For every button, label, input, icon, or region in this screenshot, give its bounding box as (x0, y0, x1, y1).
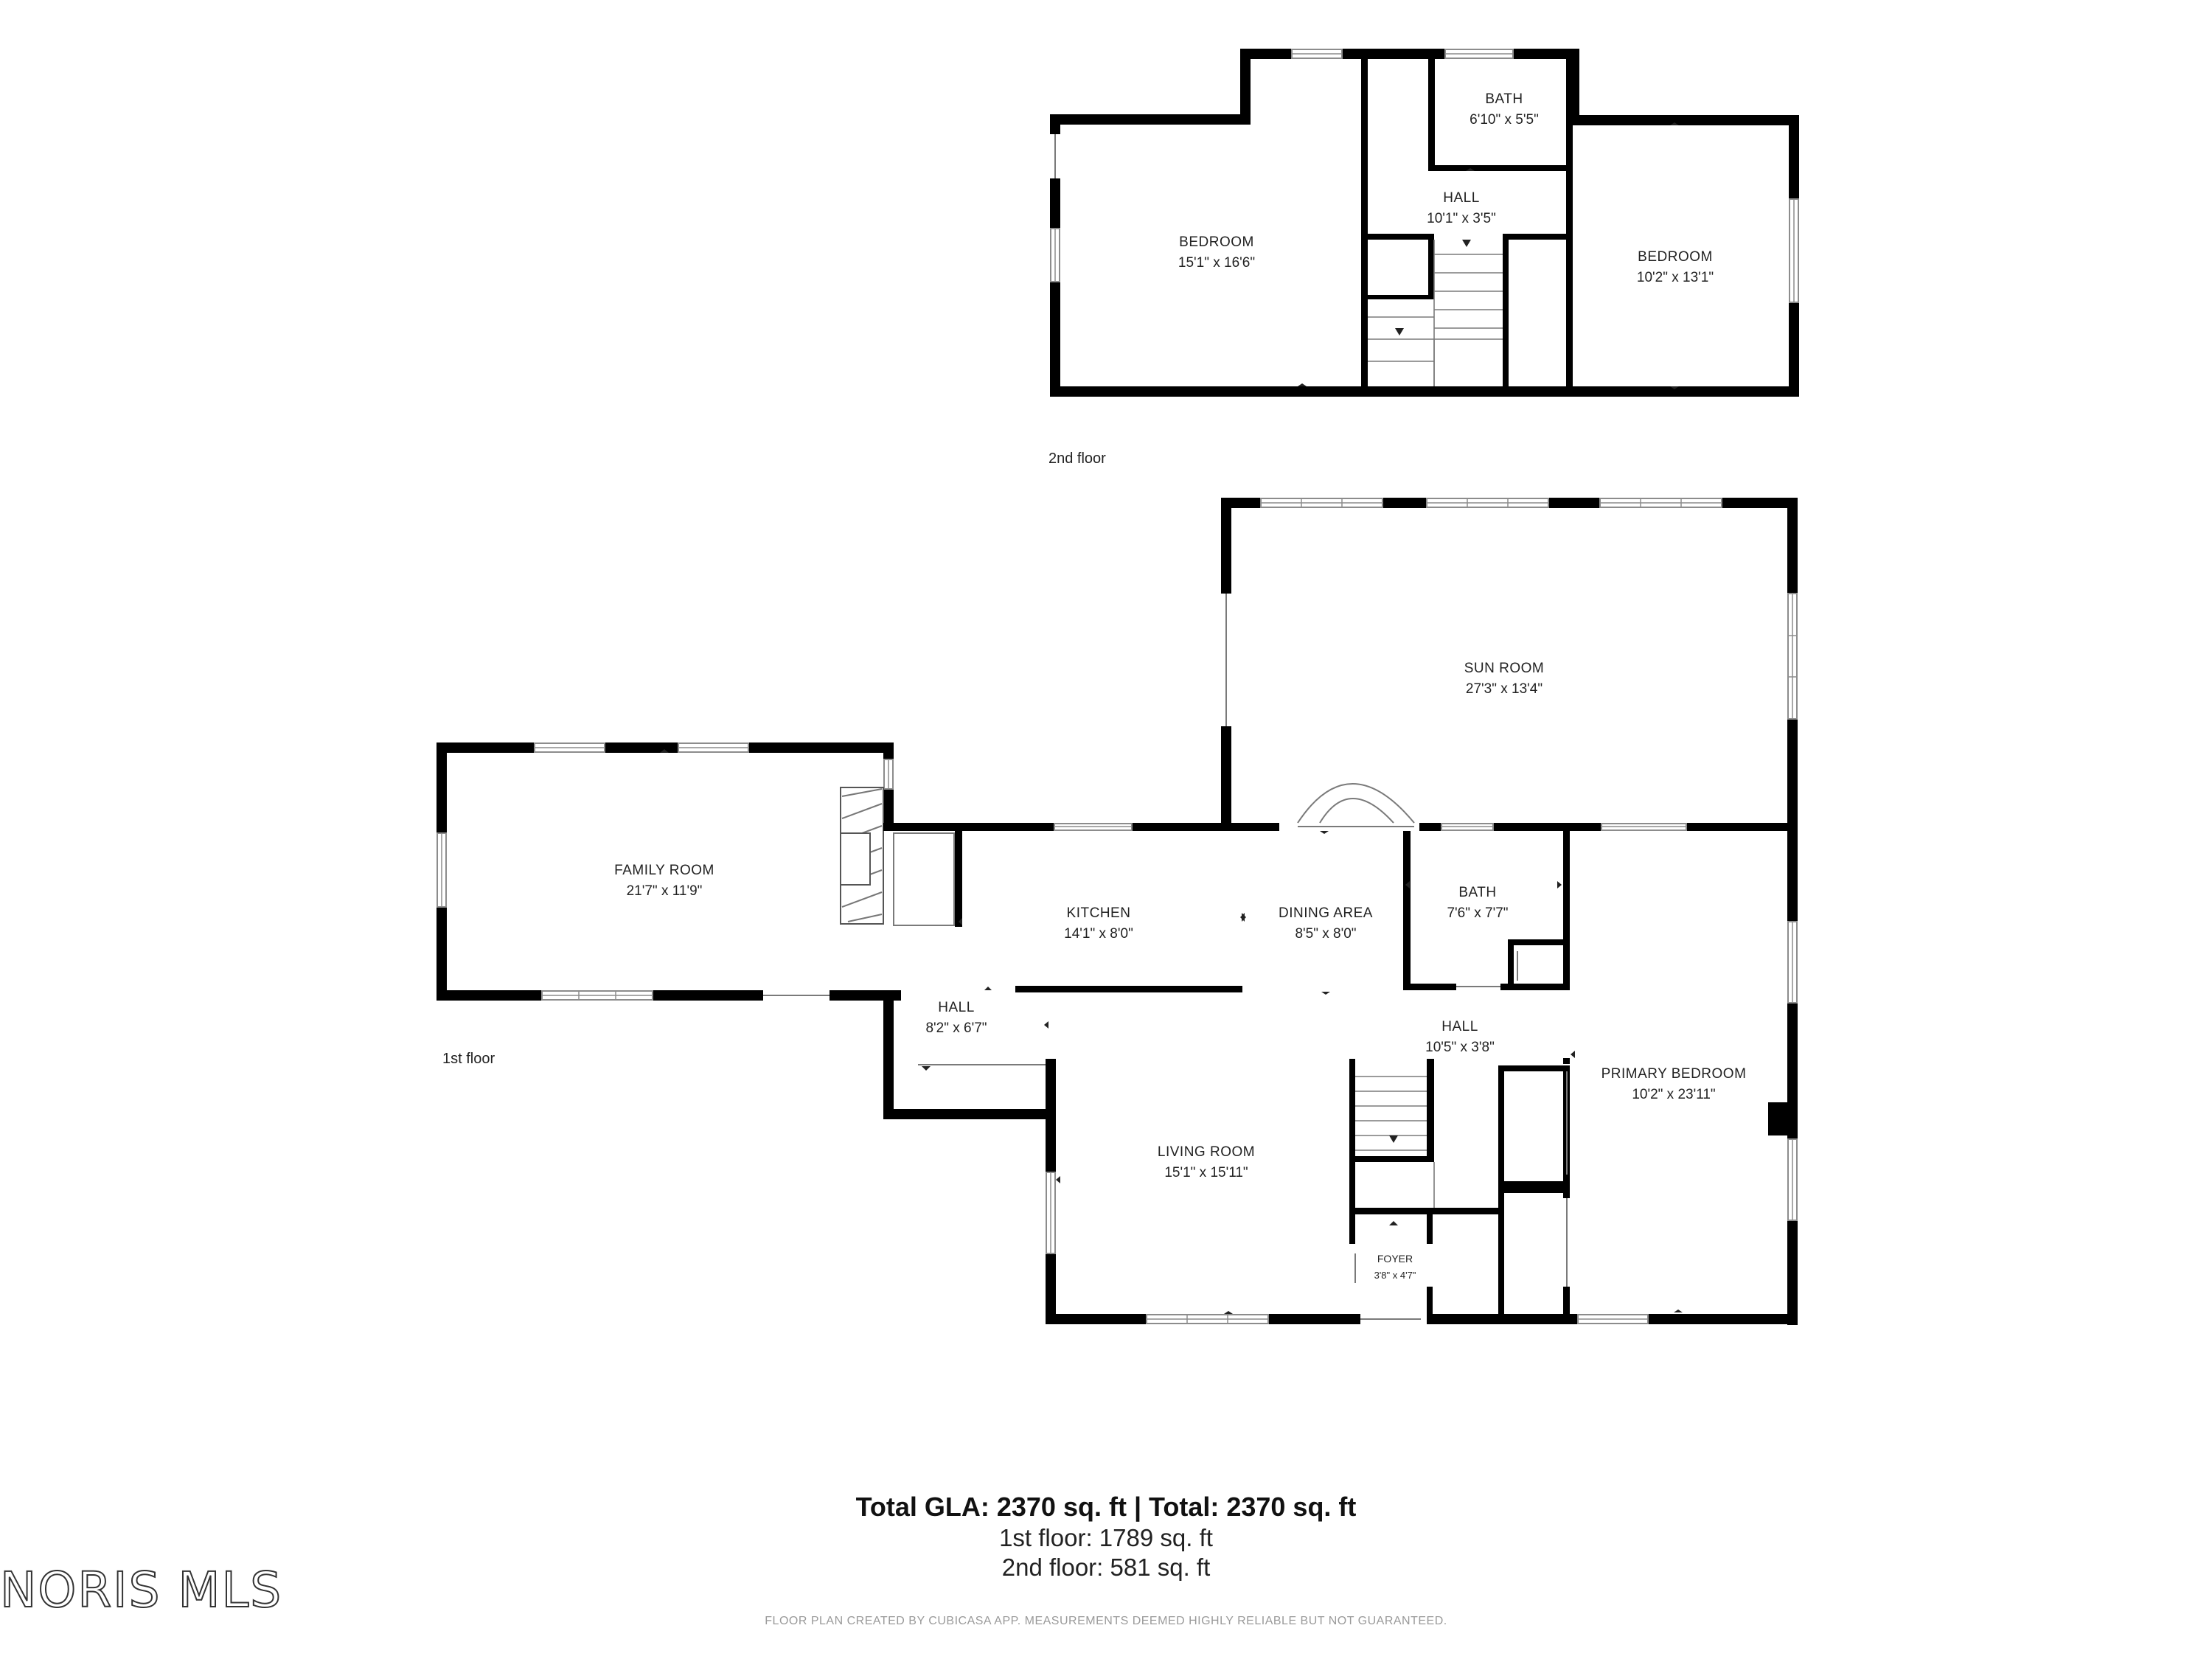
hall-left-dims: 8'2" x 6'7" (925, 1020, 987, 1036)
living-room-name: LIVING ROOM (1158, 1144, 1255, 1160)
kitchen-name: KITCHEN (1067, 905, 1131, 921)
sun-room-dims: 27'3" x 13'4" (1466, 681, 1543, 697)
first-floor-label: 1st floor (442, 1051, 495, 1067)
hall-center-name: HALL (1441, 1019, 1478, 1034)
primary-bedroom-name: PRIMARY BEDROOM (1601, 1066, 1747, 1082)
first-bath-name: BATH (1458, 885, 1496, 900)
dining-area-dims: 8'5" x 8'0" (1295, 926, 1356, 942)
family-room-dims: 21'7" x 11'9" (627, 883, 703, 899)
first-floor-stairs (1355, 1076, 1435, 1208)
kitchen-dims: 14'1" x 8'0" (1064, 926, 1133, 942)
first-bath-dims: 7'6" x 7'7" (1447, 905, 1508, 921)
fireplace-icon (840, 787, 884, 925)
second-hall-dims: 10'1" x 3'5" (1427, 211, 1496, 226)
sun-room-name: SUN ROOM (1464, 661, 1545, 676)
first-floor-area: 1st floor: 1789 sq. ft (999, 1524, 1213, 1551)
dining-area-name: DINING AREA (1279, 905, 1373, 921)
total-gla: Total GLA: 2370 sq. ft | Total: 2370 sq.… (855, 1492, 1357, 1522)
second-floor-area: 2nd floor: 581 sq. ft (1001, 1554, 1211, 1581)
foyer-dims: 3'8" x 4'7" (1374, 1270, 1416, 1281)
living-room-dims: 15'1" x 15'11" (1164, 1165, 1248, 1180)
second-bedroom-left-name: BEDROOM (1179, 234, 1254, 250)
hall-center-dims: 10'5" x 3'8" (1425, 1040, 1495, 1055)
hall-left-name: HALL (938, 1000, 975, 1015)
first-floor-plan (437, 498, 1798, 1325)
second-floor-label: 2nd floor (1048, 451, 1106, 467)
family-room-name: FAMILY ROOM (614, 863, 714, 878)
second-bedroom-right-dims: 10'2" x 13'1" (1637, 270, 1714, 285)
second-floor-stairs (1368, 240, 1503, 386)
second-bath-name: BATH (1485, 91, 1523, 107)
second-floor-plan: BEDROOM 15'1" x 16'6" BATH 6'10" x 5'5" … (1050, 49, 1799, 397)
disclaimer-text: FLOOR PLAN CREATED BY CUBICASA APP. MEAS… (765, 1615, 1447, 1627)
area-totals: Total GLA: 2370 sq. ft | Total: 2370 sq.… (0, 1491, 2212, 1582)
second-bedroom-right-name: BEDROOM (1638, 249, 1713, 265)
primary-bedroom-dims: 10'2" x 23'11" (1632, 1087, 1715, 1102)
second-bedroom-left-dims: 15'1" x 16'6" (1178, 255, 1255, 271)
noris-mls-logo: NORIS MLS (0, 1561, 283, 1619)
foyer-name: FOYER (1377, 1253, 1413, 1265)
second-bath-dims: 6'10" x 5'5" (1470, 112, 1539, 128)
second-hall-name: HALL (1443, 190, 1480, 206)
